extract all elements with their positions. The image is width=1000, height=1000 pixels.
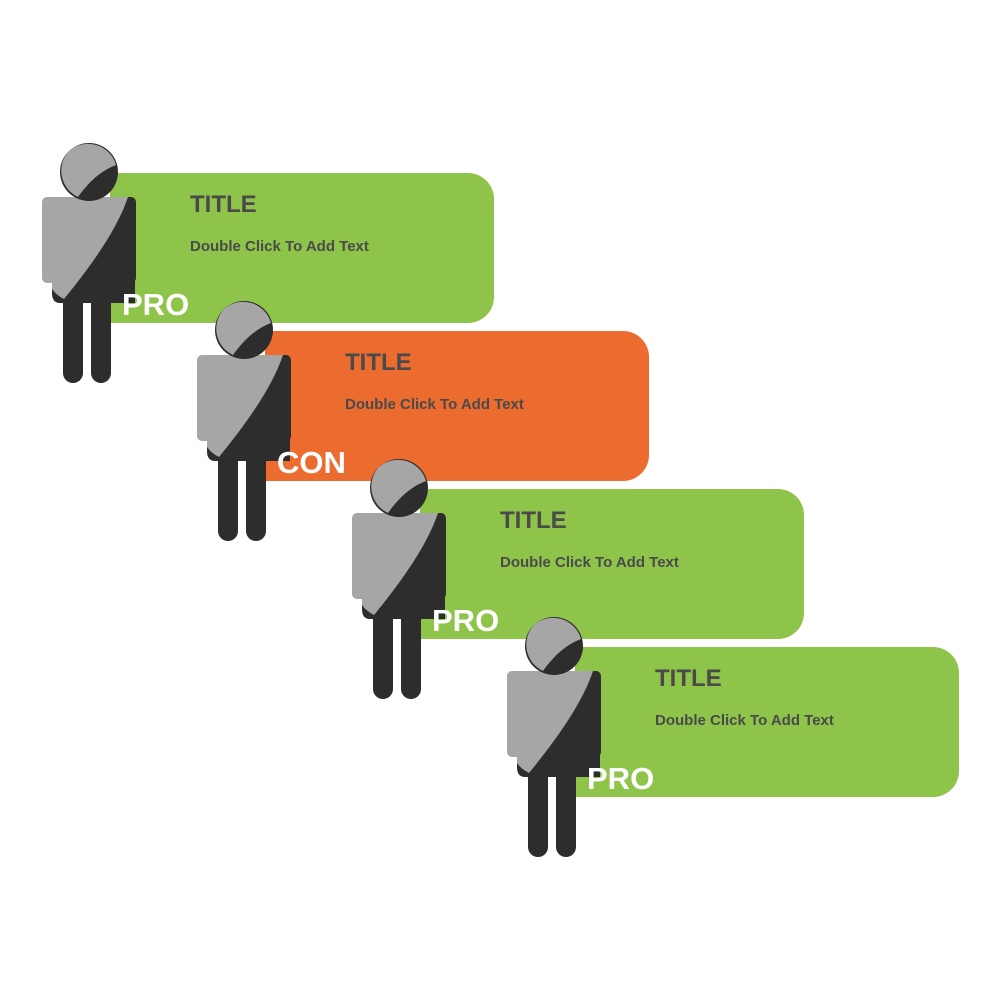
step-title: TITLE (190, 191, 257, 218)
step-card[interactable] (265, 331, 649, 481)
step-text[interactable]: Double Click To Add Text (190, 238, 369, 255)
step-1: TITLE Double Click To Add Text PRO (40, 143, 540, 383)
person-icon (42, 143, 136, 383)
pro-badge: PRO (587, 761, 655, 796)
step-3: TITLE Double Click To Add Text PRO (350, 459, 850, 699)
step-text[interactable]: Double Click To Add Text (345, 396, 524, 413)
step-text[interactable]: Double Click To Add Text (655, 712, 834, 729)
step-text[interactable]: Double Click To Add Text (500, 554, 679, 571)
person-icon (197, 301, 291, 541)
step-4: TITLE Double Click To Add Text PRO (505, 617, 1000, 857)
step-title: TITLE (345, 349, 412, 376)
step-title: TITLE (655, 665, 722, 692)
con-badge: CON (277, 445, 346, 480)
pro-badge: PRO (122, 287, 190, 322)
pro-badge: PRO (432, 603, 500, 638)
step-2: TITLE Double Click To Add Text CON (195, 301, 695, 541)
person-icon (352, 459, 446, 699)
step-card[interactable] (575, 647, 959, 797)
step-title: TITLE (500, 507, 567, 534)
step-card[interactable] (110, 173, 494, 323)
step-card[interactable] (420, 489, 804, 639)
person-icon (507, 617, 601, 857)
